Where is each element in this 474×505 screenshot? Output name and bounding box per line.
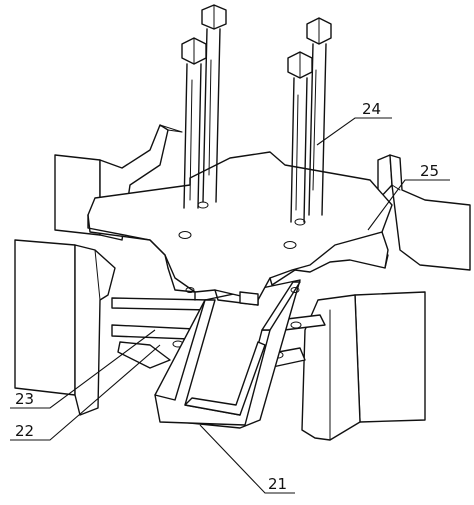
leader-25 [367,179,450,231]
leader-22 [10,344,161,441]
label-24: 24 [362,100,381,118]
front-right-support-plate [301,291,426,441]
front-left-support-plate [14,239,116,416]
bolt-front-left [181,37,207,209]
label-23: 23 [15,390,34,408]
cross-top-plate [87,151,393,306]
channel-rail [154,279,301,429]
leader-24 [316,117,392,146]
bolt-back-right [306,17,332,216]
leader-23 [10,329,156,409]
leader-21 [199,424,295,494]
label-25: 25 [420,162,439,180]
bolt-front-right [287,51,313,223]
leader-lines [10,117,450,494]
label-21: 21 [268,475,287,493]
label-22: 22 [15,422,34,440]
bolt-back-left [201,4,227,203]
